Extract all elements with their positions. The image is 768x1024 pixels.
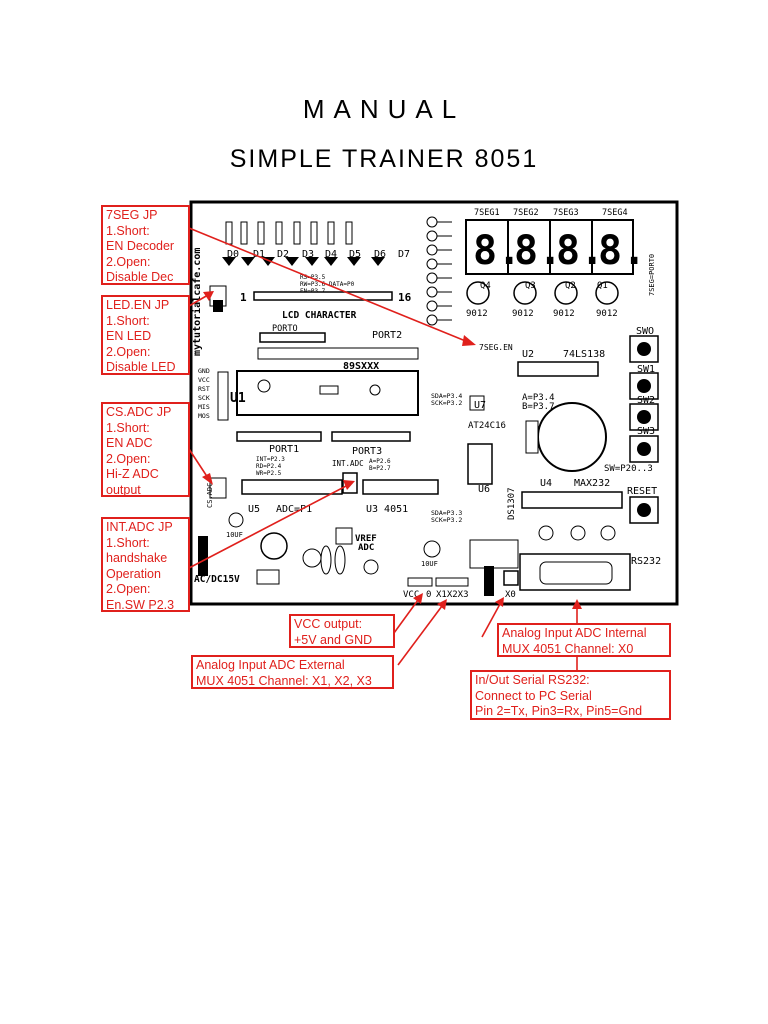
eeprom-label: AT24C16 bbox=[468, 421, 506, 431]
sw0-label: SWO bbox=[636, 326, 654, 337]
callout-adc-internal: Analog Input ADC Internal MUX 4051 Chann… bbox=[497, 623, 671, 657]
adc-p1: ADC=P1 bbox=[276, 504, 312, 515]
callout-arrowheads bbox=[202, 291, 582, 610]
sw2-label: SW2 bbox=[637, 395, 655, 406]
led-resistors bbox=[225, 221, 353, 245]
sw1-label: SW1 bbox=[637, 364, 655, 375]
isp-mis: MIS bbox=[198, 403, 210, 411]
lcd-header bbox=[253, 291, 393, 301]
led-right-resistors bbox=[426, 216, 452, 326]
sw-port: SW=P20..3 bbox=[604, 464, 653, 474]
led-label-d3: D3 bbox=[302, 249, 314, 260]
callout-vcc-output: VCC output: +5V and GND bbox=[289, 614, 395, 648]
q4-label: Q4 bbox=[480, 281, 491, 291]
reset-label: RESET bbox=[627, 486, 657, 497]
port1-label: PORT1 bbox=[269, 444, 299, 455]
u3-label: U3 4051 bbox=[366, 504, 408, 515]
manual-subtitle: SIMPLE TRAINER 8051 bbox=[229, 145, 539, 173]
u1-label: U1 bbox=[230, 391, 246, 406]
callout-arrows bbox=[188, 227, 578, 671]
seg-digit-1: 8. bbox=[473, 228, 521, 274]
callout-7seg-jp: 7SEG JP 1.Short: EN Decoder 2.Open: Disa… bbox=[101, 205, 190, 285]
u4-chip: MAX232 bbox=[574, 478, 610, 489]
mcu-socket bbox=[236, 370, 419, 416]
rs232-label: RS232 bbox=[631, 556, 661, 567]
u2-chip: 74LS138 bbox=[563, 349, 605, 360]
cs-adc-label: CS.ADC bbox=[206, 483, 214, 508]
callout-adc-external: Analog Input ADC External MUX 4051 Chann… bbox=[191, 655, 394, 689]
q1-type: 9012 bbox=[596, 309, 618, 319]
lcd-pin16: 16 bbox=[398, 291, 412, 304]
callout-serial-rs232: In/Out Serial RS232: Connect to PC Seria… bbox=[470, 670, 671, 720]
q3-type: 9012 bbox=[512, 309, 534, 319]
lcd-pin1: 1 bbox=[240, 291, 247, 304]
led-row: D0 D1 D2 D3 D4 D5 D6 D7 bbox=[222, 221, 410, 266]
u4-label: U4 bbox=[540, 478, 552, 489]
x-channels: X1X2X3 bbox=[436, 590, 469, 600]
q4-type: 9012 bbox=[466, 309, 488, 319]
c3-cap: 10UF bbox=[421, 560, 438, 568]
mcu-label: 89SXXX bbox=[343, 361, 379, 372]
gnd-bottom: 0 bbox=[426, 590, 431, 600]
led-label-d0: D0 bbox=[227, 249, 239, 260]
lcd-label: LCD CHARACTER bbox=[282, 310, 357, 321]
rtc-label: DS1307 bbox=[507, 487, 517, 520]
seven-seg-block: 7SEG1 7SEG2 7SEG3 7SEG4 8. 8. 8. 8. 7SEG… bbox=[465, 208, 656, 296]
u2-label: U2 bbox=[522, 349, 534, 360]
sw3-label: SW3 bbox=[637, 426, 655, 437]
led-label-d2: D2 bbox=[277, 249, 289, 260]
led-label-d6: D6 bbox=[374, 249, 386, 260]
int-adc-label: INT.ADC bbox=[332, 459, 364, 468]
seg-label-2: 7SEG2 bbox=[513, 208, 539, 218]
switch-column: SWO SW1 SW2 SW3 SW=P20..3 RESET bbox=[604, 326, 659, 524]
q2-type: 9012 bbox=[553, 309, 575, 319]
callout-cs-adc-jp: CS.ADC JP 1.Short: EN ADC 2.Open: Hi-Z A… bbox=[101, 402, 190, 497]
callout-led-en-jp: LED.EN JP 1.Short: EN LED 2.Open: Disabl… bbox=[101, 295, 190, 375]
q1-label: Q1 bbox=[597, 281, 608, 291]
acdc-label: AC/DC15V bbox=[194, 574, 240, 585]
isp-vcc: VCC bbox=[198, 376, 210, 384]
q2-label: Q2 bbox=[565, 281, 576, 291]
led-label-d4: D4 bbox=[325, 249, 337, 260]
u7-label: U7 bbox=[474, 400, 486, 411]
u6-label: U6 bbox=[478, 484, 490, 495]
seg-digit-3: 8. bbox=[556, 228, 604, 274]
seg-digit-2: 8. bbox=[514, 228, 562, 274]
led-triangles bbox=[222, 257, 385, 266]
seg-en-label: 7SEG.EN bbox=[479, 343, 513, 352]
vcc-bottom: VCC bbox=[403, 590, 419, 600]
port2-label: PORT2 bbox=[372, 330, 402, 341]
led-label-d7: D7 bbox=[398, 249, 410, 260]
x0-label: X0 bbox=[505, 590, 516, 600]
isp-gnd: GND bbox=[198, 367, 210, 375]
seg-digit-4: 8. bbox=[598, 228, 646, 274]
transistor-row: Q4 Q3 Q2 Q1 9012 9012 9012 9012 bbox=[466, 281, 619, 319]
seg-port-label: 7SEG=PORT0 bbox=[648, 254, 656, 296]
seg-label-4: 7SEG4 bbox=[602, 208, 628, 218]
battery-holder bbox=[537, 402, 607, 472]
led-en-jumper-cap bbox=[213, 300, 223, 312]
led-label-d1: D1 bbox=[253, 249, 265, 260]
seg-label-1: 7SEG1 bbox=[474, 208, 500, 218]
u5-label: U5 bbox=[248, 504, 260, 515]
seg-label-3: 7SEG3 bbox=[553, 208, 579, 218]
isp-sck: SCK bbox=[198, 394, 210, 402]
c7-cap: 10UF bbox=[226, 531, 243, 539]
port0-label: PORTO bbox=[272, 324, 298, 334]
port3-label: PORT3 bbox=[352, 446, 382, 457]
isp-mos: MOS bbox=[198, 412, 210, 420]
isp-rst: RST bbox=[198, 385, 210, 393]
q3-label: Q3 bbox=[525, 281, 536, 291]
led-label-d5: D5 bbox=[349, 249, 361, 260]
callout-int-adc-jp: INT.ADC JP 1.Short: handshake Operation … bbox=[101, 517, 190, 612]
manual-title: MANUAL bbox=[302, 94, 466, 124]
